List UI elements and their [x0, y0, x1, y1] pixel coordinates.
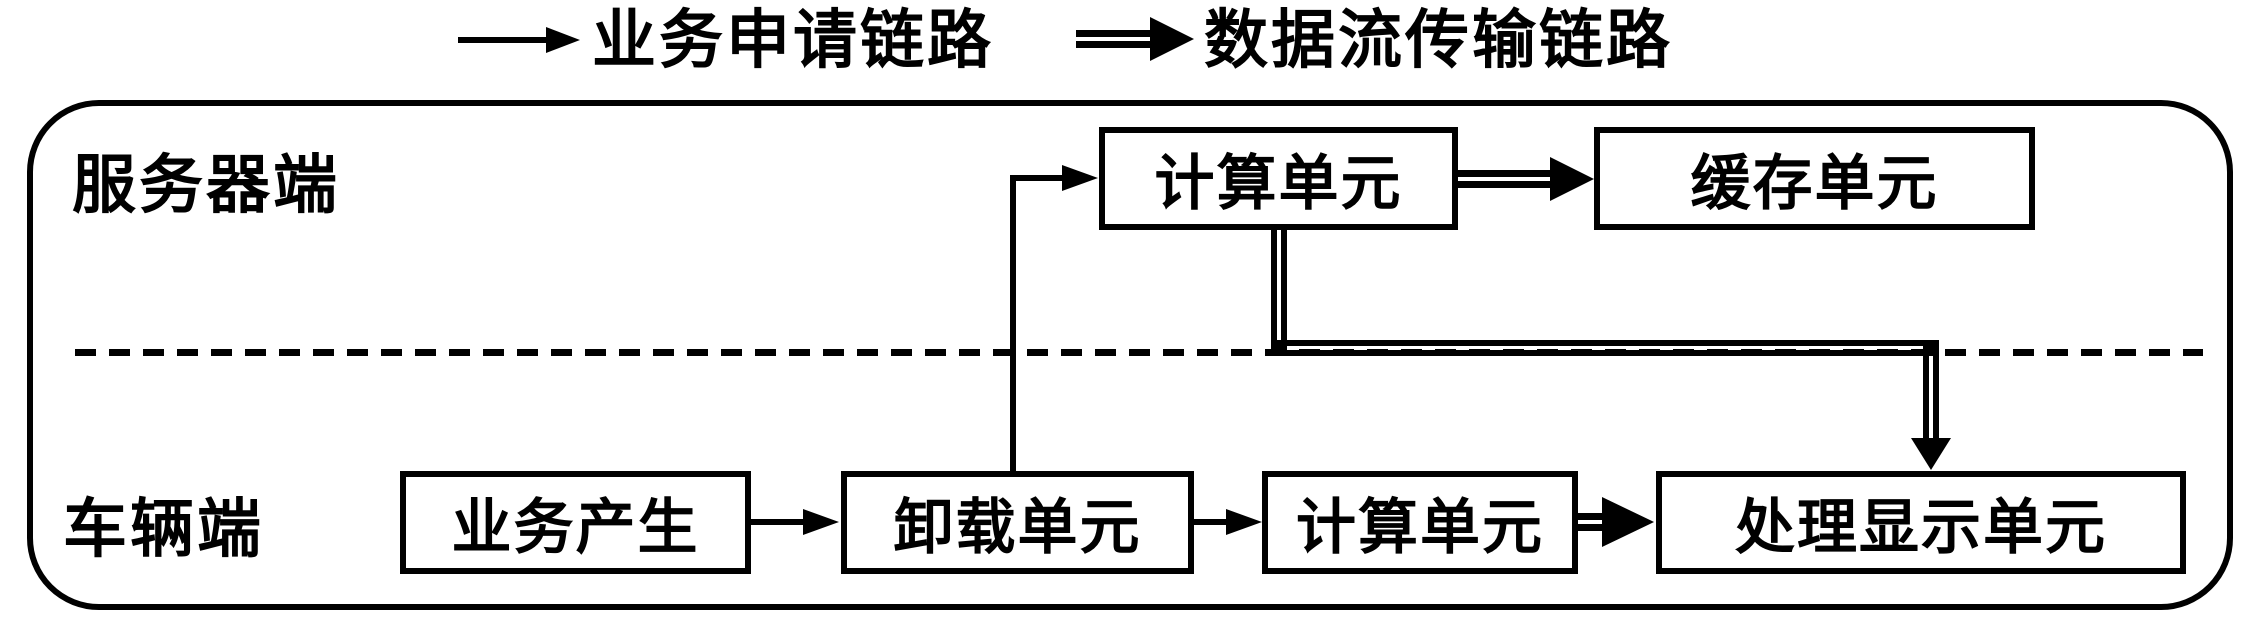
- node-business-gen: 业务产生: [400, 471, 751, 574]
- node-server-compute-label: 计算单元: [1154, 151, 1403, 217]
- legend-thick-arrow-icon: [1076, 30, 1152, 37]
- node-server-compute-unit: 计算单元: [1099, 127, 1458, 230]
- data-link-compute-to-display-line: [1578, 524, 1608, 531]
- request-link-horizontal-line: [1010, 175, 1062, 181]
- legend-thick-arrow-icon: [1076, 41, 1152, 48]
- node-business-gen-label: 业务产生: [451, 495, 700, 561]
- data-link-down-line: [1281, 230, 1287, 348]
- node-vehicle-compute-unit: 计算单元: [1262, 471, 1578, 574]
- node-cache-label: 缓存单元: [1690, 151, 1939, 217]
- vehicle-section-label: 车辆端: [63, 494, 264, 565]
- data-link-cross-line: [1271, 350, 1939, 356]
- legend-thin-arrow-icon: [458, 37, 546, 43]
- data-link-cross-line: [1271, 340, 1939, 346]
- data-link-compute-to-cache-line: [1458, 181, 1554, 188]
- data-link-drop-line: [1923, 340, 1929, 440]
- request-arrowhead-into-vehicle-compute: [1226, 509, 1262, 535]
- legend-thin-arrowhead-icon: [546, 27, 580, 53]
- legend-thick-arrowhead-icon: [1150, 17, 1194, 61]
- legend-request-link-label: 业务申请链路: [592, 5, 994, 76]
- request-link-biz-to-offload-line: [751, 519, 805, 525]
- request-link-offload-to-compute-line: [1194, 519, 1228, 525]
- request-arrowhead-into-server-compute: [1062, 165, 1098, 191]
- section-divider-dashline: [75, 349, 2203, 356]
- data-arrowhead-into-cache: [1550, 157, 1594, 201]
- server-section-label: 服务器端: [72, 150, 340, 221]
- data-link-compute-to-cache-line: [1458, 170, 1554, 177]
- node-offload-unit: 卸载单元: [841, 471, 1194, 574]
- node-offload-label: 卸载单元: [893, 495, 1142, 561]
- request-link-riser-line: [1010, 175, 1016, 471]
- request-arrowhead-into-offload: [803, 509, 839, 535]
- legend-data-link-label: 数据流传输链路: [1204, 5, 1673, 76]
- data-link-compute-to-display-line: [1578, 513, 1608, 520]
- node-process-display-label: 处理显示单元: [1735, 495, 2107, 561]
- node-vehicle-compute-label: 计算单元: [1296, 495, 1544, 561]
- data-arrowhead-into-display-box: [1602, 497, 1654, 547]
- data-link-down-line: [1271, 230, 1277, 348]
- data-link-drop-line: [1933, 340, 1939, 440]
- data-arrowhead-into-display: [1911, 438, 1951, 470]
- node-process-display-unit: 处理显示单元: [1656, 471, 2186, 574]
- node-cache-unit: 缓存单元: [1594, 127, 2035, 230]
